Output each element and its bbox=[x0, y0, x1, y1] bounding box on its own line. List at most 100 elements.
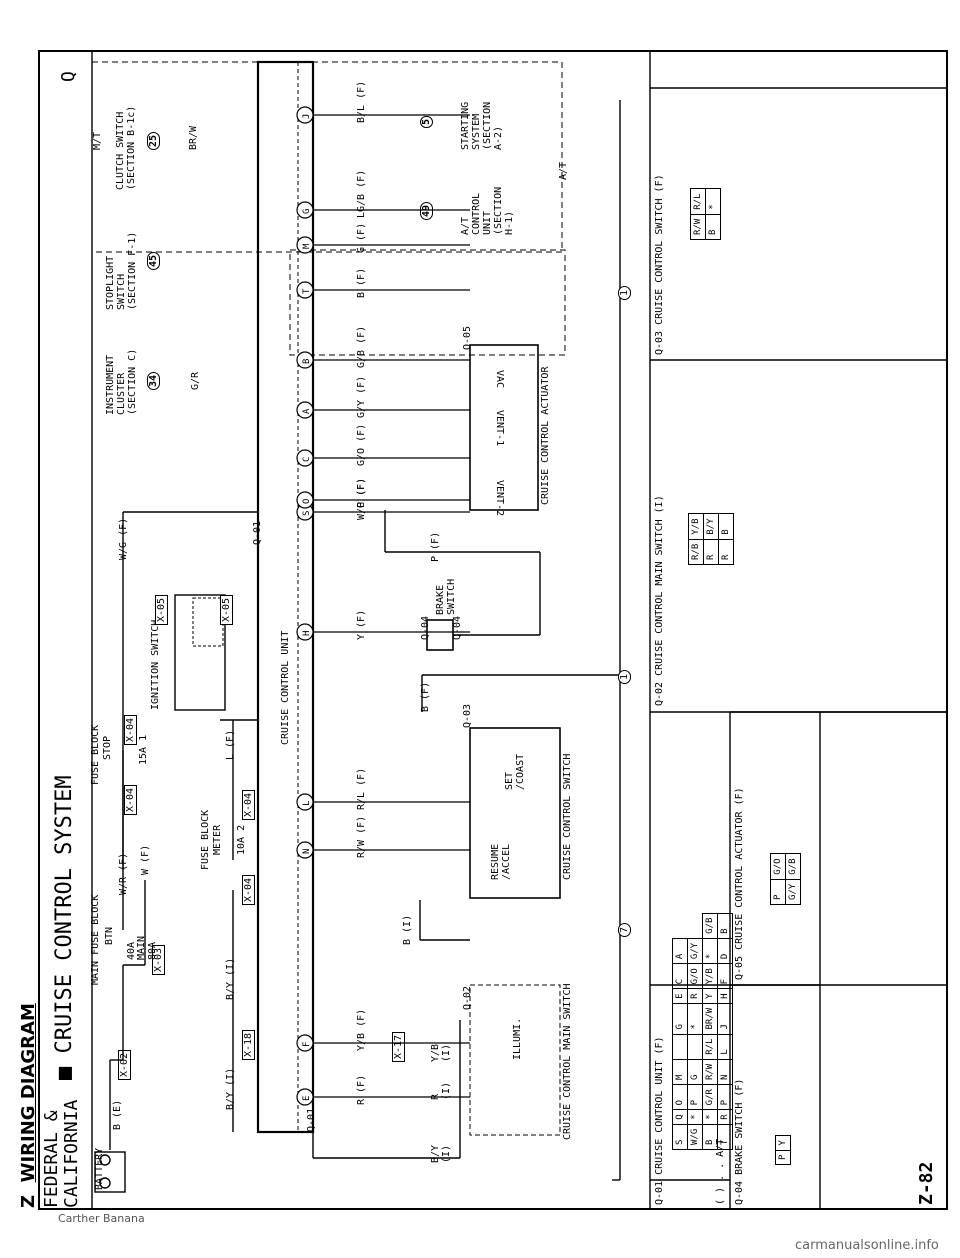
q04-label: Q-04 bbox=[420, 615, 431, 640]
ground-7-label: 7 bbox=[618, 922, 631, 937]
wire-b-i: B (I) bbox=[402, 914, 413, 945]
q04-label-b: Q-04 bbox=[452, 615, 463, 640]
fuse-block-meter-label: FUSE BLOCK bbox=[200, 809, 211, 870]
wire-l-f: L (F) bbox=[225, 729, 236, 760]
connector-pin-cell: B bbox=[718, 513, 734, 540]
wire-b-e: B (E) bbox=[112, 1099, 123, 1130]
q05-table-title: Q-05 CRUISE CONTROL ACTUATOR (F) bbox=[734, 787, 745, 980]
resume-accel-label: RESUME/ACCEL bbox=[490, 843, 512, 880]
connector-pin-cell: * bbox=[702, 1109, 718, 1125]
ecu-pin-letter: H bbox=[302, 631, 312, 636]
at-num: 49 bbox=[420, 201, 433, 220]
connector-pin-cell: R bbox=[718, 539, 734, 565]
connector-pin-cell: B bbox=[717, 913, 733, 939]
connector-pin-cell: * bbox=[687, 1003, 703, 1035]
connector-pin-cell: H bbox=[717, 988, 733, 1004]
stop-label: STOP bbox=[102, 735, 113, 760]
connector-x05-b: X-05 bbox=[220, 594, 233, 625]
connector-pin-cell: G/O bbox=[770, 853, 786, 880]
connector-pin-cell: G/B bbox=[702, 913, 718, 939]
pin-wire-color: G/Y (F) bbox=[356, 376, 367, 418]
meter-rating: 10A 2 bbox=[236, 824, 247, 855]
connector-pin-cell: R/B bbox=[688, 539, 704, 565]
connector-pin-cell: Y/B bbox=[702, 963, 718, 989]
q04-table-title: Q-04 BRAKE SWITCH (F) bbox=[734, 1078, 745, 1205]
pin-wire-color: G/O (F) bbox=[356, 424, 367, 466]
illumi-label: ILLUMI. bbox=[512, 1017, 523, 1060]
main-switch-label: CRUISE CONTROL MAIN SWITCH bbox=[562, 983, 573, 1140]
ecu-pin-letter: B bbox=[302, 359, 312, 364]
connector-x03: X-03 bbox=[152, 944, 165, 975]
pin-wire-color: B/L (F) bbox=[356, 81, 367, 123]
connector-x04-d: X-04 bbox=[242, 789, 255, 820]
connector-pin-cell: P bbox=[687, 1084, 703, 1110]
connector-pin-cell: L bbox=[717, 1034, 733, 1060]
at-label: A/T bbox=[558, 161, 569, 180]
ecu-pin-letter: M bbox=[302, 243, 312, 249]
clutch-switch-label: CLUTCH SWITCH(SECTION B-1c) bbox=[115, 105, 137, 190]
wire-p-f: P (F) bbox=[430, 531, 441, 562]
connector-x02: X-02 bbox=[118, 1049, 131, 1080]
header-section-tag: Z WIRING DIAGRAM bbox=[18, 1003, 39, 1208]
connector-pin-cell: R bbox=[717, 1109, 733, 1125]
q03-label: Q-03 bbox=[462, 703, 473, 728]
ecu-pin-letter: N bbox=[302, 849, 312, 854]
connector-x18: X-18 bbox=[242, 1029, 255, 1060]
connector-pin-cell: B/Y bbox=[703, 513, 719, 540]
connector-pin-cell: Y bbox=[775, 1135, 791, 1151]
cruise-control-unit-label: CRUISE CONTROL UNIT bbox=[280, 630, 291, 745]
main-label: MAIN bbox=[136, 935, 147, 960]
connector-pin-cell: R/W bbox=[690, 214, 706, 240]
connector-pin-cell: E bbox=[672, 988, 688, 1004]
wire-b-f: B (F) bbox=[420, 681, 431, 712]
wire-b-y-i: B/Y (I) bbox=[225, 1067, 236, 1110]
q02-label: Q-02 bbox=[462, 985, 473, 1010]
pin-wire-color: B (F) bbox=[356, 268, 367, 298]
connector-pin-cell: * bbox=[702, 938, 718, 964]
pin-wire-color: R (F) bbox=[356, 1075, 367, 1105]
connector-pin-cell: * bbox=[705, 188, 721, 215]
ecu-pin-letter: G bbox=[302, 209, 312, 214]
ecu-pin-letter: E bbox=[302, 1096, 312, 1101]
connector-pin-cell: G/O bbox=[687, 963, 703, 989]
connector-pin-cell: R/L bbox=[690, 188, 706, 215]
connector-pin-cell: D bbox=[717, 938, 733, 964]
connector-pin-cell: R/W bbox=[702, 1059, 718, 1085]
connector-x05-a: X-05 bbox=[155, 594, 168, 625]
wire-w-r-f: W/R (F) bbox=[118, 852, 129, 895]
actuator-label: CRUISE CONTROL ACTUATOR bbox=[540, 366, 551, 505]
main-switch-wire-3: Y/B(I) bbox=[430, 1043, 452, 1062]
section-letter: Q bbox=[58, 71, 79, 82]
connector-pin-cell: W/G bbox=[687, 1124, 703, 1150]
clutch-num: 25 bbox=[147, 131, 160, 150]
connector-pin-cell: S bbox=[672, 1124, 688, 1150]
page-number: Z-82 bbox=[916, 1161, 937, 1205]
connector-pin-cell: Q bbox=[672, 1109, 688, 1125]
connector-pin-cell: P bbox=[770, 879, 786, 905]
connector-pin-cell: Y bbox=[702, 988, 718, 1004]
main-switch-wire-2: R(I) bbox=[430, 1081, 452, 1100]
connector-x04-c: X-04 bbox=[242, 874, 255, 905]
diagram-frame bbox=[38, 50, 948, 1210]
connector-pin-cell: G/R bbox=[702, 1084, 718, 1110]
connector-pin-cell: P bbox=[717, 1084, 733, 1110]
ground-1b-label: 1 bbox=[618, 285, 631, 300]
connector-pin-cell: A bbox=[672, 938, 688, 964]
ecu-pin-letter: A bbox=[302, 408, 312, 414]
pin-wire-color: Y/B (F) bbox=[356, 1009, 367, 1051]
pin-wire-color: R/L (F) bbox=[356, 768, 367, 810]
connector-pin-cell bbox=[687, 1034, 703, 1060]
connector-pin-cell: C bbox=[672, 963, 688, 989]
connector-pin-cell: G bbox=[687, 1059, 703, 1085]
system-title: ■ CRUISE CONTROL SYSTEM bbox=[52, 775, 77, 1080]
connector-x17: X-17 bbox=[392, 1031, 405, 1062]
q01-label: Q-01 bbox=[306, 1107, 317, 1132]
ecu-pin-letter: J bbox=[302, 114, 312, 119]
connector-pin-cell: Y/B bbox=[688, 513, 704, 540]
